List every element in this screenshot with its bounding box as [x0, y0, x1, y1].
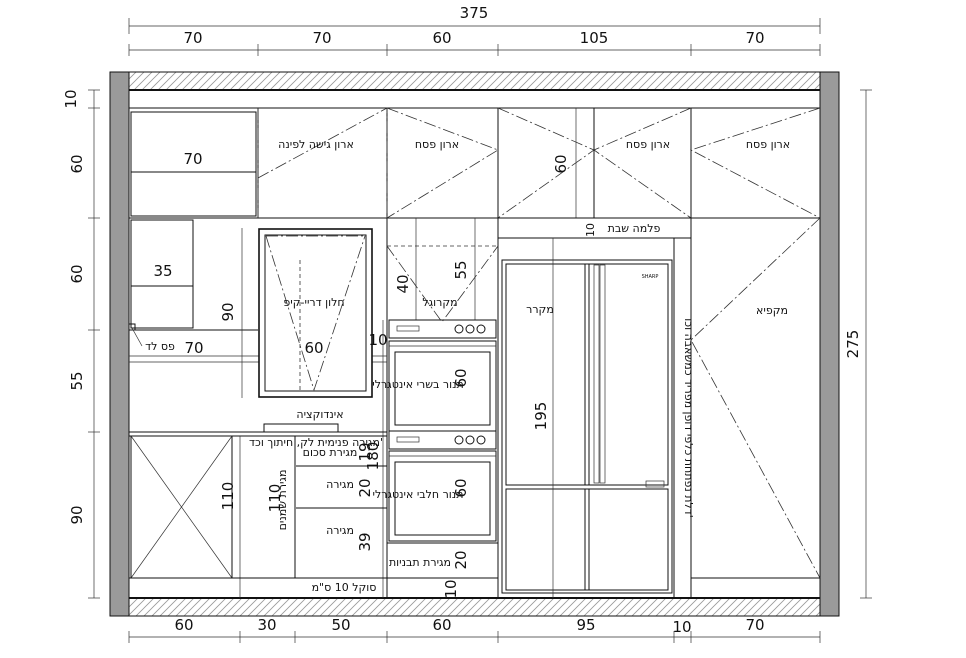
oven-meat-label: תנור בשרי אינטגרלי [372, 378, 463, 391]
dim-top-4: 105 [580, 29, 609, 47]
dim-bottom-2: 30 [257, 616, 276, 634]
oven-dairy-label: תנור חלבי אינטגרלי [373, 488, 464, 501]
right-dimension: 275 [844, 89, 872, 599]
microwave-55: 55 [452, 260, 470, 279]
dim-top-5: 70 [745, 29, 764, 47]
window-width: 60 [304, 339, 323, 357]
gap-10: 10 [368, 331, 387, 349]
freezer: מקפיא [690, 217, 821, 579]
microwave-height: 40 [394, 274, 412, 293]
dim-total-width: 375 [460, 4, 489, 22]
upper-cabinet-3-label: ארון פסח [746, 138, 790, 151]
oven-meat-height: 60 [452, 368, 470, 387]
freezer-label: מקפיא [756, 304, 788, 317]
window: חלון דריי-קיפ 90 60 [219, 228, 373, 398]
base-cabinets: אינדוקציה מגירה פנימית לק, חיתוך וכד' 11… [129, 408, 387, 598]
upper-cabinet-1-label: ארון פסח [415, 138, 459, 151]
left-dimension-chain: 10 60 60 55 90 [62, 89, 100, 599]
corner-cabinet-label: ארון גישה לפינה [278, 138, 354, 151]
dim-left-4: 55 [68, 371, 86, 390]
induction-hob [263, 423, 339, 433]
right-wall [819, 71, 840, 617]
microwave-unit [388, 319, 497, 339]
side-door-label: דלת נפתחת כלפי דופן מפריד כמשאבה וכו' [682, 318, 695, 518]
top-dimension-chain: 70 70 60 105 70 [128, 29, 821, 56]
led-strip-width: 70 [184, 339, 203, 357]
dim-bottom-3: 50 [331, 616, 350, 634]
dim-top-3: 60 [432, 29, 451, 47]
shelf-height: 10 [584, 223, 597, 237]
dim-bottom-4: 60 [432, 616, 451, 634]
drawer-3-label: מגירה [326, 524, 354, 537]
fridge-body [501, 259, 673, 594]
ovens-total-height: 180 [364, 442, 382, 471]
ceiling-hatch [128, 71, 821, 91]
dim-bottom-5: 95 [576, 616, 595, 634]
top-dimension-total: 375 [128, 4, 821, 34]
trays-drawer-label: מגירת תבניות [389, 556, 451, 569]
microwave-label: מקרוגל [422, 296, 457, 309]
oven-dairy-height: 60 [452, 478, 470, 497]
upper-left-cabinet [130, 111, 257, 217]
window-height: 90 [219, 302, 237, 321]
oven-dairy [388, 450, 497, 542]
fridge-brand: SHARP [642, 274, 659, 280]
bottom-dimension-chain: 60 30 50 60 95 10 70 [128, 616, 821, 643]
left-wall [109, 71, 130, 617]
dim-left-2: 60 [68, 154, 86, 173]
dim-bottom-1: 60 [174, 616, 193, 634]
oil-drawer-label: מגירת שמנים [276, 470, 289, 531]
led-strip-label: פס לד [145, 340, 175, 353]
base-height-110b: 110 [266, 484, 284, 513]
left-middle: 35 פס לד 70 [128, 219, 387, 363]
drawer-2-label: מגירה [326, 478, 354, 491]
shelf-label: פלמה שבת [608, 222, 661, 235]
dim-bottom-7: 70 [745, 616, 764, 634]
dim-bottom-6: 10 [672, 618, 691, 636]
drawer-2-height: 20 [356, 478, 374, 497]
dim-top-1: 70 [183, 29, 202, 47]
upper-height-60: 60 [552, 154, 570, 173]
mid-left-width: 35 [153, 262, 172, 280]
fridge-height: 195 [532, 402, 550, 431]
floor-hatch [128, 597, 821, 617]
shabbat-shelf [497, 217, 692, 239]
fridge: SHARP מקרר 195 דלת נפתחת כלפי דופן מפריד… [501, 238, 695, 598]
dim-right-total: 275 [844, 330, 862, 359]
dim-left-3: 60 [68, 264, 86, 283]
inner-drawer-label: מגירה פנימית לק, חיתוך וכד' [249, 436, 383, 449]
cutlery-drawer-height: 19 [356, 442, 374, 461]
plinth-height: 10 [442, 579, 460, 598]
drawer-3-height: 39 [356, 532, 374, 551]
upper-cabinets: 70 ארון גישה לפינה ארון פסח ארון פסח ארו… [129, 107, 821, 598]
mid-left-cabinet [130, 219, 194, 329]
upper-cabinet-2-label: ארון פסח [626, 138, 670, 151]
plinth-label: סוקל 10 ס"מ [312, 581, 377, 594]
base-height-110a: 110 [219, 482, 237, 511]
window-label: חלון דריי-קיפ [283, 296, 344, 309]
dim-left-1: 10 [62, 89, 80, 108]
dim-left-5: 90 [68, 505, 86, 524]
cutlery-drawer-label: מגירת סכום [303, 446, 358, 459]
upper-left-width: 70 [183, 150, 202, 168]
trays-drawer-height: 20 [452, 550, 470, 569]
fridge-label: מקרר [526, 303, 554, 316]
induction-label: אינדוקציה [296, 408, 343, 421]
ovens-column: 40 55 מקרוגל 10 תנור בשרי אינטגרלי 60 תנ… [364, 218, 499, 599]
dim-top-2: 70 [312, 29, 331, 47]
